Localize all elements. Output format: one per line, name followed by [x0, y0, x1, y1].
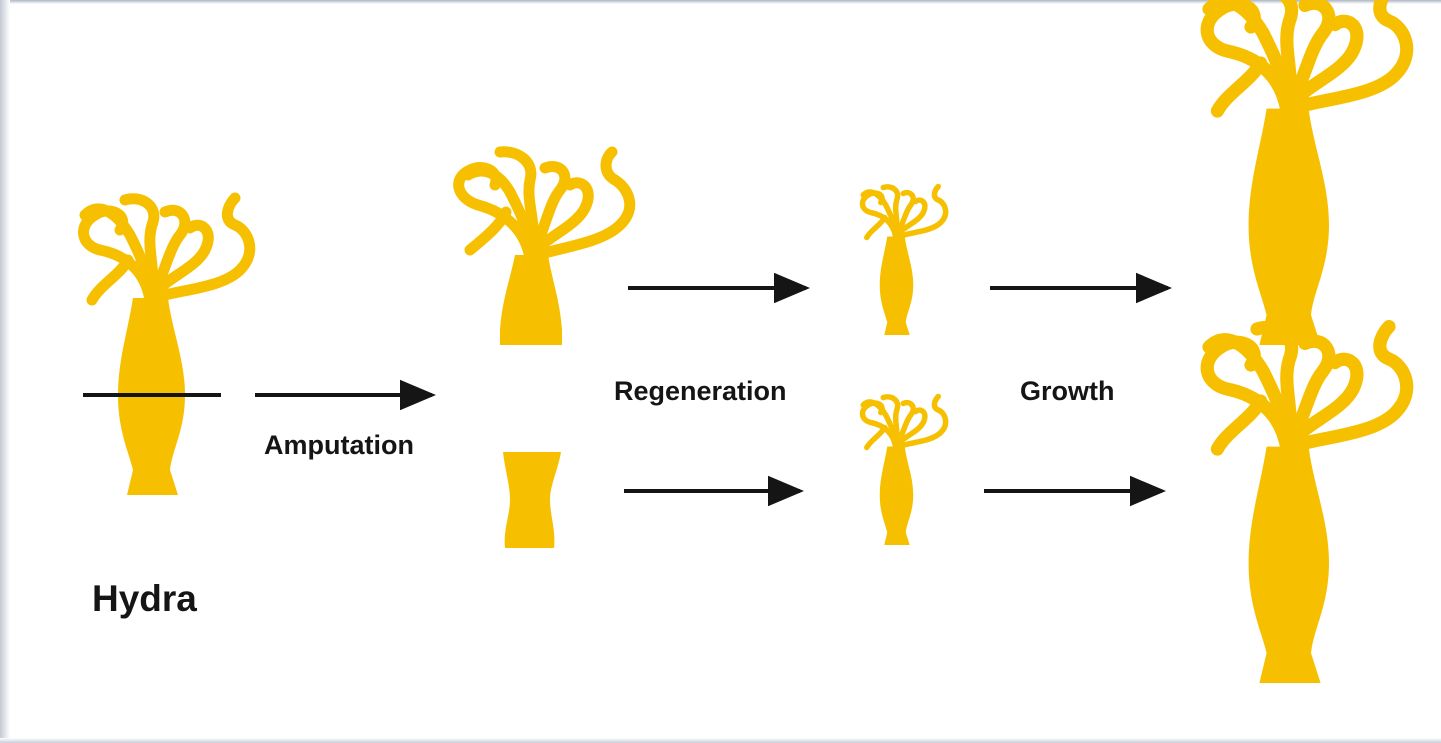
regeneration-label: Regeneration — [614, 376, 787, 406]
growth-label: Growth — [1020, 376, 1115, 406]
frame-left-border — [0, 0, 10, 743]
frame-top-border — [0, 0, 1441, 4]
lower-fragment — [503, 452, 561, 548]
amputation-label: Amputation — [264, 430, 414, 460]
upper-fragment — [453, 146, 636, 345]
regenerated-hydra-bottom — [863, 397, 946, 546]
hydra-original — [84, 198, 250, 495]
regenerated-hydra-top — [863, 187, 946, 336]
grown-hydra-bottom — [1207, 327, 1407, 683]
grown-hydra-top — [1207, 0, 1407, 345]
frame-bottom-border — [0, 738, 1441, 743]
hydra-label: Hydra — [92, 578, 197, 619]
